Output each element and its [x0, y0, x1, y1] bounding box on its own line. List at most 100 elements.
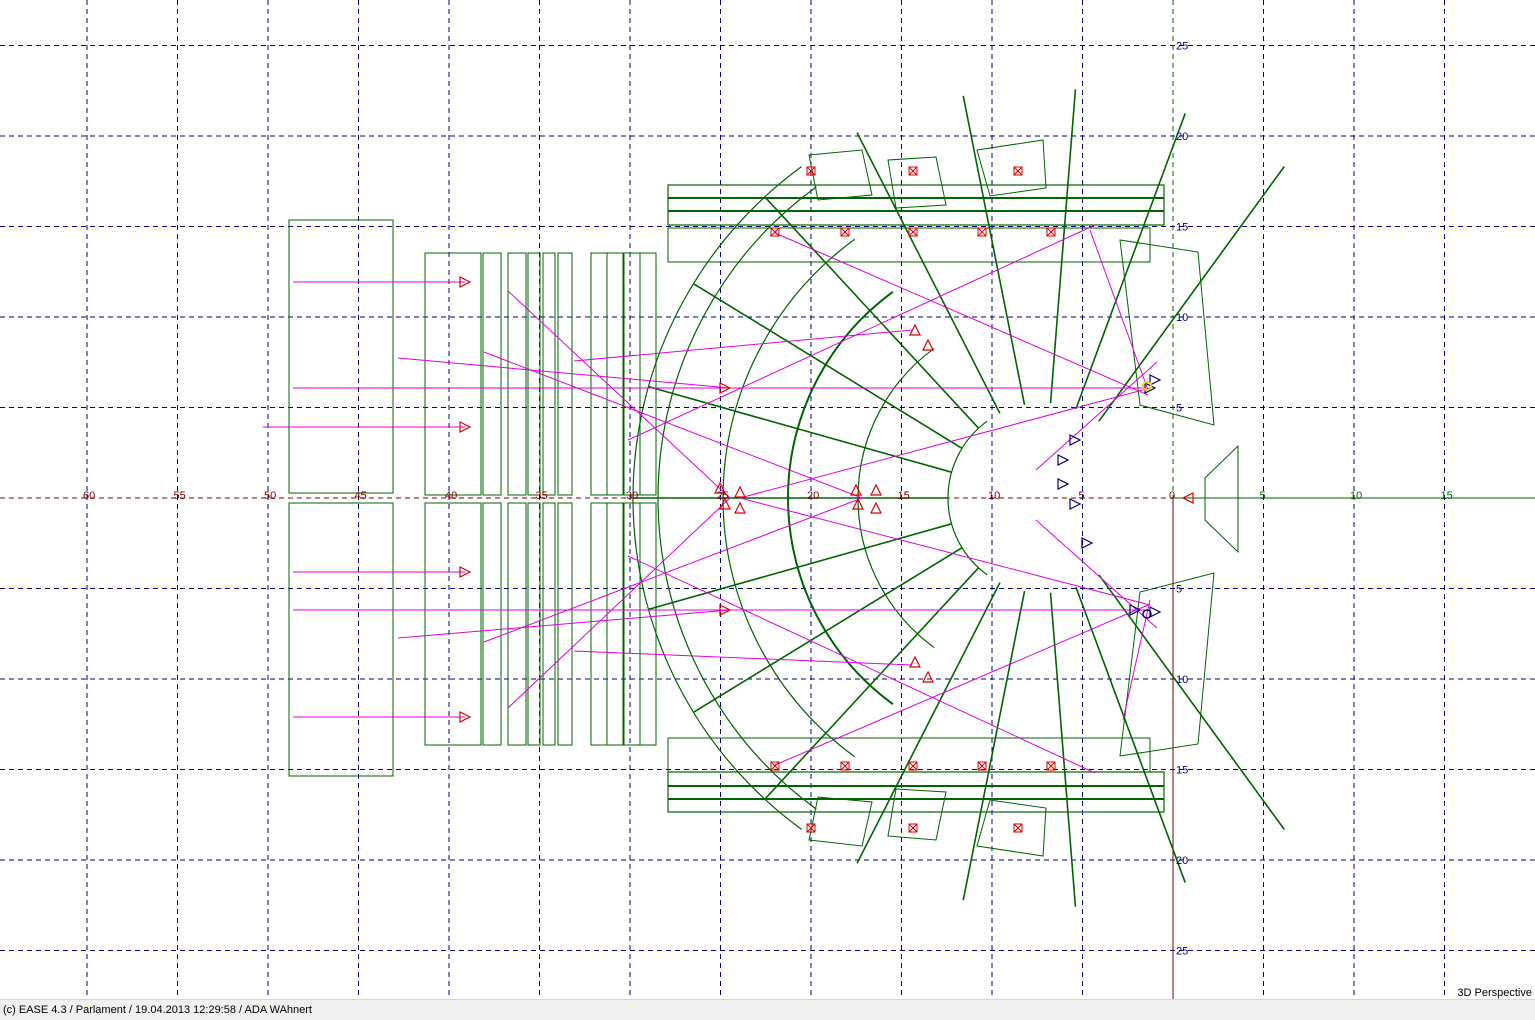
loudspeaker-marker	[977, 227, 987, 237]
loudspeaker-marker-cross	[1046, 227, 1056, 237]
stage-front-panel	[1204, 444, 1239, 554]
loudspeaker-marker-cross	[806, 166, 816, 176]
seating-radial-line	[962, 591, 1026, 901]
sound-ray	[1035, 519, 1158, 629]
loudspeaker-marker-cross	[770, 761, 780, 771]
seat-row-block-lower	[424, 502, 482, 746]
loudspeaker-marker-cross	[908, 227, 918, 237]
x-axis-tick-label: 0	[1169, 490, 1175, 502]
source-triangle	[734, 501, 746, 514]
sound-ray	[483, 497, 863, 643]
sound-ray	[397, 609, 731, 639]
sound-ray	[483, 351, 863, 499]
source-triangle	[909, 655, 921, 668]
seating-radial-line	[764, 567, 980, 800]
sound-ray	[627, 555, 1096, 774]
seating-radial-line	[1098, 574, 1285, 830]
x-axis-tick-label: 30	[626, 490, 638, 502]
source-triangle	[922, 670, 934, 683]
loudspeaker-marker-cross	[908, 166, 918, 176]
lighting-box	[808, 149, 873, 201]
receiver-marker	[1142, 609, 1152, 619]
loudspeaker-marker	[1013, 166, 1023, 176]
loudspeaker-marker	[908, 761, 918, 771]
loudspeaker-marker	[908, 166, 918, 176]
view-mode-label: 3D Perspective	[1457, 987, 1532, 999]
seating-radial-line	[648, 523, 952, 611]
loudspeaker-marker	[1013, 823, 1023, 833]
source-triangle	[850, 483, 862, 496]
x-axis-tick-label: 60	[83, 490, 95, 502]
seating-radial-line	[764, 196, 980, 429]
sound-ray	[507, 497, 731, 709]
listener-triangle	[1057, 478, 1070, 490]
listener-triangle	[1081, 537, 1094, 549]
y-axis-tick-label: 25	[1176, 41, 1188, 53]
y-axis-tick-label: 5	[1176, 584, 1182, 596]
seat-row-block-lower	[542, 502, 556, 746]
seat-row-block-lower	[623, 502, 641, 746]
stage-side-panel-upper	[1119, 239, 1215, 426]
gallery-bar-lower	[667, 737, 1151, 773]
loudspeaker-marker-cross	[1046, 761, 1056, 771]
sound-ray	[507, 290, 731, 499]
loudspeaker-marker	[977, 761, 987, 771]
seat-row-block-lower	[606, 502, 624, 746]
project-caption: (c) EASE 4.3 / Parlament / 19.04.2013 12…	[3, 1004, 312, 1016]
source-triangle	[734, 485, 746, 498]
seating-radial-line	[693, 546, 963, 713]
seat-row-block-upper	[507, 252, 527, 496]
x-axis-tick-label: 55	[174, 490, 186, 502]
loudspeaker-marker	[1046, 227, 1056, 237]
seat-row-block-lower	[527, 502, 541, 746]
loudspeaker-marker-cross	[1013, 823, 1023, 833]
loudspeaker-marker	[908, 227, 918, 237]
lighting-box	[976, 139, 1047, 197]
x-axis-tick-label: 10	[1350, 490, 1362, 502]
loudspeaker-marker	[1046, 761, 1056, 771]
sound-ray	[1089, 229, 1149, 391]
sound-ray	[1122, 599, 1151, 721]
seat-row-block-lower	[482, 502, 502, 746]
seating-radial-line	[856, 582, 1001, 864]
sound-ray	[627, 224, 1096, 441]
loudspeaker-marker-cross	[840, 227, 850, 237]
seating-arc	[632, 166, 803, 830]
seating-radial-line	[1098, 166, 1285, 422]
loudspeaker-marker-cross	[977, 227, 987, 237]
x-axis-tick-label: 5	[1260, 490, 1266, 502]
loudspeaker-marker	[840, 227, 850, 237]
balcony-bar-lower	[667, 771, 1165, 813]
loudspeaker-marker-cross	[840, 761, 850, 771]
rear-block-lower	[288, 502, 394, 777]
loudspeaker-marker	[770, 227, 780, 237]
seat-row-block-upper	[424, 252, 482, 496]
balcony-bar-upper	[667, 184, 1165, 226]
x-axis-tick-label: 5	[1079, 490, 1085, 502]
loudspeaker-marker	[840, 761, 850, 771]
source-triangle	[870, 501, 882, 514]
source-triangle	[852, 497, 864, 510]
x-axis-tick-label: 45	[355, 490, 367, 502]
highlighted-receiver	[1142, 381, 1152, 391]
seat-row-block-upper	[542, 252, 556, 496]
y-axis-tick-label: 5	[1176, 403, 1182, 415]
source-triangle	[909, 323, 921, 336]
source-triangle	[870, 483, 882, 496]
seating-radial-line	[962, 95, 1026, 405]
source-triangle	[459, 566, 472, 578]
y-axis-tick-label: 15	[1176, 222, 1188, 234]
source-triangle	[459, 421, 472, 433]
y-axis-tick-label: 10	[1176, 312, 1188, 324]
sound-ray	[774, 604, 1149, 766]
x-axis-tick-label: 15	[1441, 490, 1453, 502]
listener-triangle	[1149, 374, 1162, 386]
sound-ray	[573, 329, 913, 362]
lighting-box	[887, 788, 947, 841]
sound-ray	[739, 387, 1151, 499]
lighting-box	[808, 796, 873, 847]
source-triangle	[719, 497, 731, 510]
